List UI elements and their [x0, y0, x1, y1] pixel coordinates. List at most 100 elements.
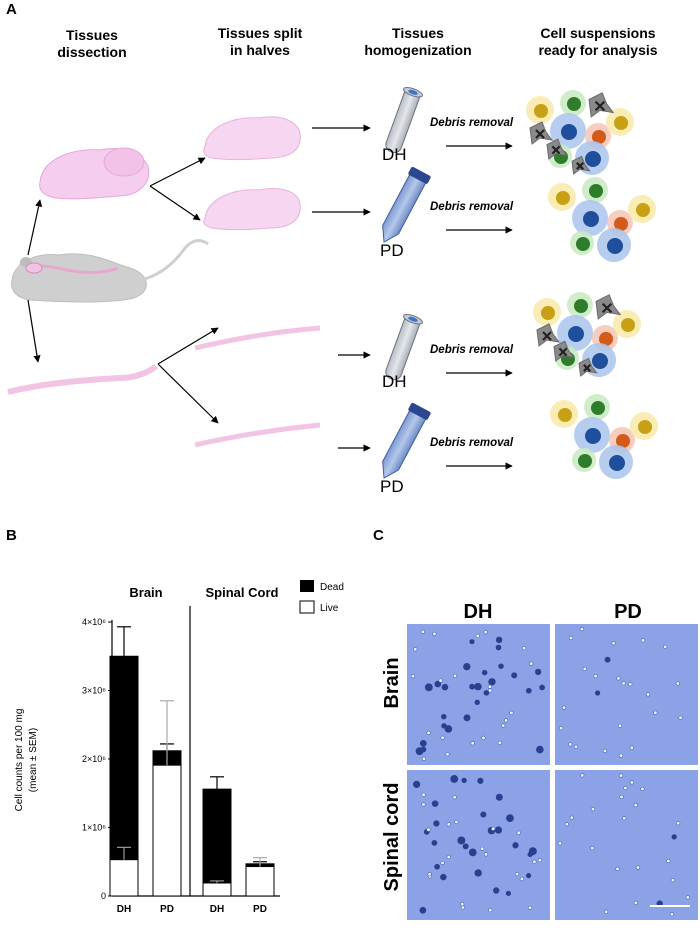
live-cell [446, 822, 451, 827]
live-cell [426, 730, 431, 736]
y-axis-label-l1: Cell counts per 100 mg [14, 709, 25, 812]
debris-label-3: Debris removal [430, 437, 514, 449]
live-cell [421, 792, 426, 797]
pd-tube-cap [408, 402, 431, 420]
live-cell [611, 641, 616, 646]
live-cell [421, 756, 426, 761]
cell-nucleus [591, 401, 605, 415]
live-cell [483, 630, 488, 635]
dh-tube-body [385, 88, 422, 154]
live-cell [432, 631, 437, 636]
dead-cell [480, 811, 487, 818]
dead-cell [431, 800, 439, 807]
live-cell [487, 684, 493, 689]
dead-cell [498, 663, 504, 669]
debris-cross [594, 100, 606, 112]
brain-half-1 [203, 116, 301, 160]
live-cell [481, 735, 486, 740]
cell-nucleus [534, 104, 548, 118]
dead-cell [495, 636, 503, 644]
dead-cell [463, 714, 471, 722]
header-dissection-l2: dissection [57, 44, 126, 60]
live-cell [622, 816, 627, 821]
dh-tube-body [385, 315, 422, 381]
cell-nucleus [609, 455, 625, 471]
tube-2 [385, 314, 423, 381]
live-cell [491, 826, 496, 831]
live-cell [685, 895, 690, 900]
dead-cell [511, 672, 518, 679]
dead-cell [461, 777, 467, 784]
y-tick-label: 1×10⁶ [82, 823, 106, 833]
live-cell [501, 723, 506, 728]
live-cell [410, 674, 416, 679]
dead-cell [534, 668, 542, 676]
live-cell [633, 900, 638, 906]
live-cell [593, 673, 598, 679]
live-cell [582, 666, 587, 671]
cell-nucleus [576, 237, 590, 251]
dead-cell [431, 840, 438, 846]
header-homog-l1: Tissues [392, 25, 444, 41]
dead-cell [539, 684, 545, 691]
live-cell [559, 725, 564, 731]
tube-3 [382, 402, 431, 479]
live-cell [561, 705, 567, 710]
live-cell [619, 794, 624, 800]
live-cell [413, 647, 418, 652]
tube-label-1: PD [380, 241, 404, 260]
dead-cell [474, 682, 482, 691]
live-cell [590, 807, 596, 812]
arrows-dissection [27, 124, 371, 452]
live-cell [503, 718, 509, 723]
live-cell [470, 741, 475, 746]
cell-nucleus [592, 130, 606, 144]
legend-swatch-live [299, 600, 315, 614]
cell-nucleus [568, 326, 584, 342]
header-homog-l2: homogenization [364, 42, 471, 58]
header-cells-l2: ready for analysis [538, 42, 657, 58]
bar-live-0 [109, 859, 139, 897]
dead-cell [493, 887, 500, 894]
live-cell [569, 815, 574, 820]
live-cell [670, 878, 675, 883]
dead-cell [536, 745, 544, 754]
cell-nucleus [589, 184, 603, 198]
dead-cell [495, 793, 503, 801]
dead-cell [512, 842, 519, 849]
live-cell [480, 846, 485, 851]
dead-cell [474, 869, 482, 877]
dead-cell [469, 639, 475, 645]
live-cell [440, 735, 445, 740]
cell-nucleus [561, 124, 577, 140]
live-cell [452, 673, 458, 678]
live-cell [635, 865, 641, 870]
bar-live-1 [152, 764, 182, 897]
dead-cell [441, 713, 447, 720]
live-cell [522, 645, 527, 651]
debris-cross [542, 331, 552, 341]
live-cell [421, 802, 426, 807]
legend-label-dead: Dead [320, 582, 344, 593]
micrograph-3 [555, 770, 698, 920]
cell-nucleus [599, 332, 613, 346]
spinal-cord-whole [7, 363, 159, 395]
live-cell [678, 715, 683, 720]
bar-live-2 [202, 882, 232, 897]
panel-c-letter: C [373, 527, 384, 544]
legend-label-live: Live [320, 603, 339, 614]
pd-tube-cap [408, 166, 431, 184]
dead-cell [526, 873, 532, 879]
dead-cell [468, 848, 477, 857]
debris-cross [583, 364, 591, 372]
live-cell [420, 629, 425, 634]
live-cell [529, 661, 534, 666]
bar-dead-0 [109, 655, 139, 861]
live-cell [514, 871, 520, 877]
y-tick-label: 2×10⁶ [82, 754, 106, 764]
dead-cell [419, 739, 427, 747]
dead-cell [494, 826, 503, 834]
